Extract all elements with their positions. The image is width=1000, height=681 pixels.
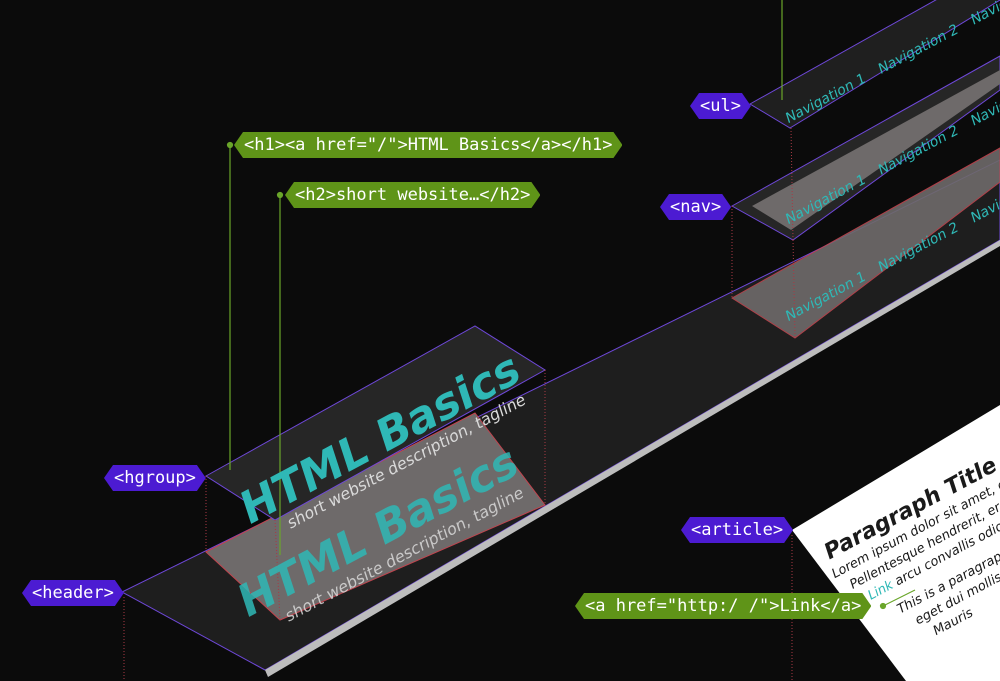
nav-tag-label: <nav> <box>660 194 731 220</box>
pointer-lines <box>226 0 916 610</box>
hgroup-plate-lower <box>205 412 546 621</box>
article-sheet <box>792 405 1000 681</box>
article-tag-label: <article> <box>681 517 793 543</box>
header-slab-edge <box>265 240 1000 677</box>
ul-tag-label: <ul> <box>690 93 751 119</box>
link-tag-label: <a href="http:/ /">Link</a> <box>575 593 871 619</box>
nav-plate-inner <box>752 70 1000 230</box>
h1-tag-label: <h1><a href="/">HTML Basics</a></h1> <box>234 132 622 158</box>
ul-plate <box>749 0 1000 129</box>
h2-tag-label: <h2>short website…</h2> <box>285 182 540 208</box>
hgroup-tag-label: <hgroup> <box>104 465 206 491</box>
guide-lines <box>123 127 796 681</box>
header-tag-label: <header> <box>22 580 124 606</box>
nav-plate-lower <box>731 147 1000 339</box>
